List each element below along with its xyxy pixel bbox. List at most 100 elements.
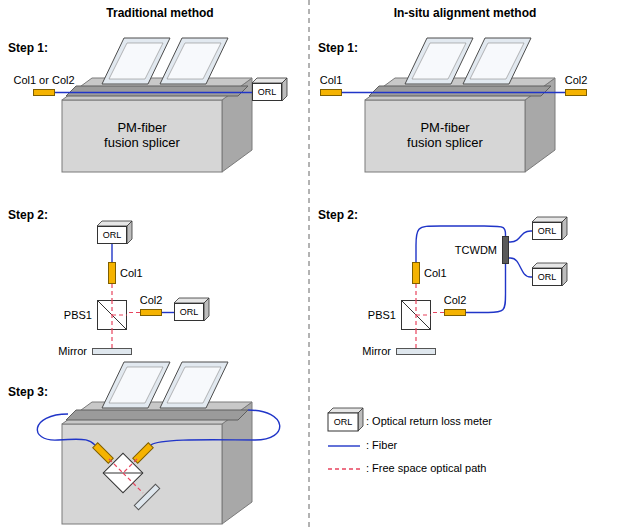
fiber-line [509, 258, 532, 277]
free-space-path [416, 314, 431, 315]
orl-top-face [252, 78, 287, 83]
fiber-line [111, 244, 112, 262]
node-text: Mirror [58, 345, 87, 358]
node-text: ORL [180, 307, 199, 317]
divider-line [309, 0, 310, 529]
splicer-top [62, 362, 252, 424]
node-text: Col2 [444, 294, 467, 307]
legend-entry: : Fiber [366, 439, 397, 452]
orl-top-face [532, 263, 567, 268]
node-text: Col1 or Col2 [13, 74, 74, 87]
label-anchor: ORL [328, 413, 358, 431]
step-label: Step 2: [8, 209, 48, 223]
label-anchor: Step 2: [8, 205, 48, 223]
orl-meter: ORL [174, 303, 204, 321]
node-text: ORL [258, 87, 277, 97]
free-space-path [111, 330, 112, 348]
free-space-path [109, 459, 123, 473]
pbs-internals [97, 300, 127, 330]
tcwdm-coupler: TCWDM [502, 236, 509, 264]
step-label: Step 1: [8, 42, 48, 56]
label-anchor: In-situ alignment method [315, 3, 615, 21]
pbs-diagonal [103, 453, 143, 493]
connectors [55, 93, 565, 349]
collimator: Col1 [108, 262, 116, 284]
orl-top-face [174, 298, 209, 303]
node-text: Col2 [140, 294, 163, 307]
collimator: Col2 [140, 309, 162, 316]
label-anchor: Traditional method [10, 3, 310, 21]
splicer-top [62, 38, 252, 100]
node-text: PM-fiber fusion splicer [100, 121, 184, 151]
orl-side-face [358, 408, 363, 431]
pbs-symbol [103, 453, 143, 493]
free-space-path [415, 330, 416, 348]
free-space-path [431, 312, 444, 313]
label-anchor: Step 1: [318, 38, 358, 56]
mirror: Mirror [396, 348, 436, 355]
node-text: Col1 [424, 267, 447, 280]
node-text: ORL [538, 272, 557, 282]
orl-side-face [127, 221, 132, 244]
orl-side-face [204, 298, 209, 321]
pbs-cube [103, 453, 143, 493]
orl-top-face [97, 221, 132, 226]
fiber-line [55, 92, 252, 93]
fiber-line [162, 312, 174, 313]
fiber-loop [37, 414, 95, 445]
mirror: Mirror [92, 348, 132, 355]
splicer-front-face [62, 424, 222, 524]
step-label: Step 3: [8, 386, 48, 400]
free-space-path [111, 284, 112, 300]
orl-side-face [282, 78, 287, 101]
legend-orl-text: ORL [334, 417, 353, 427]
collimator: Col1 [320, 89, 342, 96]
free-space-path [123, 459, 137, 473]
splicer-front-face [62, 100, 222, 172]
orl-meter: ORL [532, 268, 562, 286]
orl-top-face [532, 217, 567, 222]
orl-meter: ORL [252, 83, 282, 101]
column-heading: Traditional method [106, 7, 213, 21]
fiber-loop [151, 410, 280, 445]
legend-text: : Optical return loss meter [366, 415, 492, 428]
pbs-diagonal [401, 300, 431, 330]
fiber-line [466, 264, 506, 313]
collimator: Col2 [565, 89, 587, 96]
node-text: PBS1 [368, 309, 396, 322]
pbs-diagonal [97, 300, 127, 330]
legend-samples [328, 446, 360, 469]
step-label: Step 1: [318, 42, 358, 56]
polarizing-beam-splitter: PBS1 [401, 300, 431, 330]
collimator: Col1 or Col2 [33, 89, 55, 96]
free-space-path [127, 312, 140, 313]
legend-text: : Fiber [366, 439, 397, 452]
pbs-internals [401, 300, 431, 330]
node-text: ORL [103, 230, 122, 240]
free-space-path [112, 314, 127, 315]
legend-sample [328, 468, 360, 469]
polarizing-beam-splitter: PBS1 [97, 300, 127, 330]
fusion-splicer-drawing [365, 38, 555, 172]
fusion-splicer-drawing [62, 38, 252, 172]
orl-meter: ORL [97, 226, 127, 244]
label-anchor: Step 2: [318, 205, 358, 223]
node-text: Col1 [120, 267, 143, 280]
node-text: PM-fiber fusion splicer [403, 121, 487, 151]
orl-meter: ORL [532, 222, 562, 240]
legend-text: : Free space optical path [366, 462, 486, 475]
label-anchor: Step 3: [8, 382, 48, 400]
collimator: Col1 [412, 262, 420, 284]
splicer-front-face [365, 100, 525, 172]
node-text: PBS1 [64, 309, 92, 322]
fiber-line [342, 92, 565, 93]
legend-orl-sample [328, 408, 363, 431]
step-label: Step 2: [318, 209, 358, 223]
orl-side-face [562, 263, 567, 286]
label-anchor: Step 1: [8, 38, 48, 56]
orl-front-face [328, 413, 358, 431]
orl-top-face [328, 408, 363, 413]
